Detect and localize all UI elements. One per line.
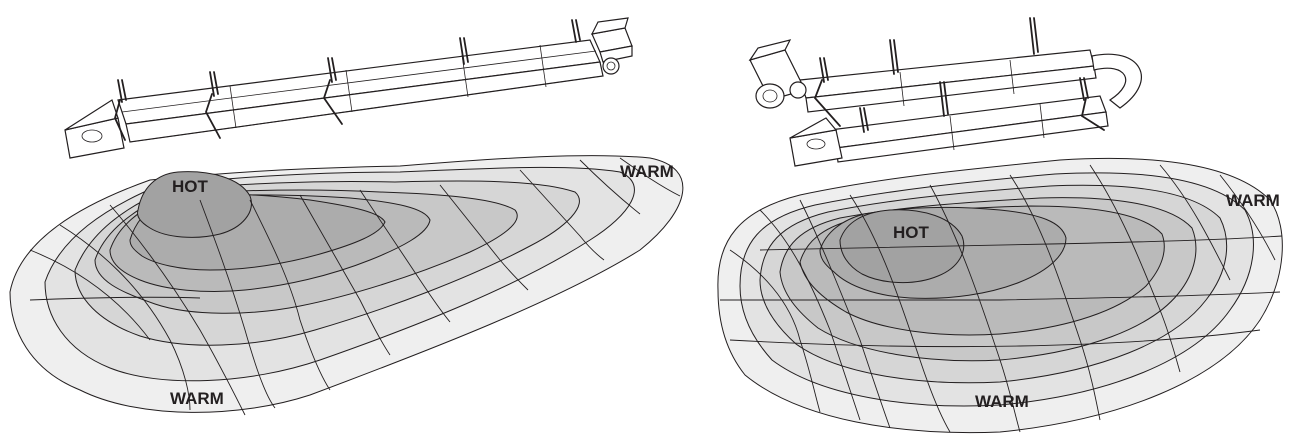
- right-warm-label-bottom: WARM: [975, 392, 1029, 411]
- left-warm-label-top: WARM: [620, 162, 674, 181]
- right-warm-label-top: WARM: [1226, 191, 1280, 210]
- left-hot-label: HOT: [172, 177, 209, 196]
- left-heat-pattern: [9, 155, 684, 416]
- right-heat-pattern: [717, 157, 1283, 434]
- left-warm-label-bottom: WARM: [170, 389, 224, 408]
- labels: HOT WARM WARM HOT WARM WARM: [170, 162, 1280, 411]
- right-hot-label: HOT: [893, 223, 930, 242]
- u-tube-heater: [748, 17, 1142, 167]
- straight-tube-heater: [64, 17, 633, 159]
